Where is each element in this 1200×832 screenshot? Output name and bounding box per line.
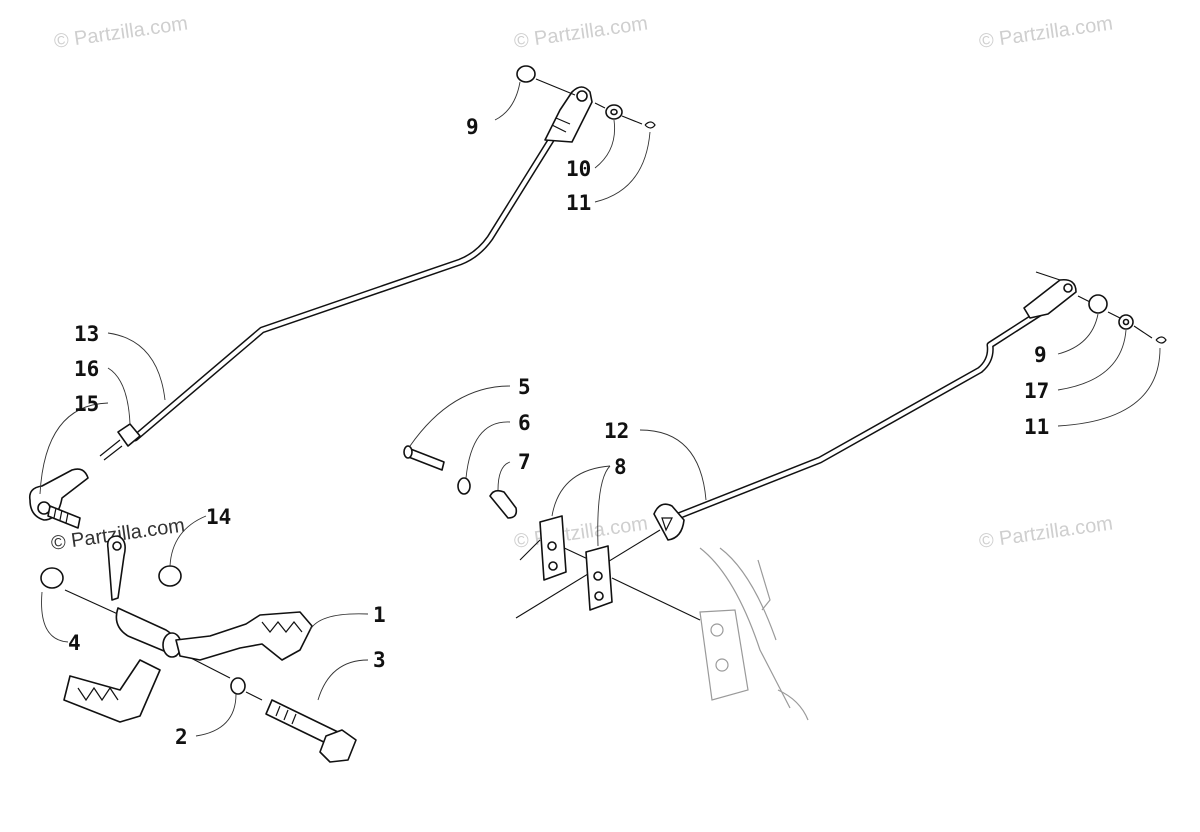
callout-5: 5 bbox=[518, 375, 531, 399]
rod-handle-icon[interactable] bbox=[653, 503, 685, 541]
callout-11-right: 11 bbox=[1024, 415, 1049, 439]
bushing-icon[interactable] bbox=[158, 565, 182, 587]
callout-6: 6 bbox=[518, 411, 531, 435]
callout-15: 15 bbox=[74, 392, 99, 416]
mount-hardware[interactable] bbox=[403, 445, 701, 621]
pivot-nut-icon[interactable] bbox=[40, 567, 64, 589]
nut-icon[interactable] bbox=[516, 65, 536, 83]
callout-9-right: 9 bbox=[1034, 343, 1047, 367]
callout-labels: 9 10 11 13 16 15 14 1 4 3 2 5 6 7 8 12 9… bbox=[68, 115, 1049, 749]
callout-16: 16 bbox=[74, 357, 99, 381]
shift-pedal-icon[interactable] bbox=[175, 611, 313, 661]
callout-10: 10 bbox=[566, 157, 591, 181]
watermark-top-center: © Partzilla.com bbox=[513, 12, 650, 53]
brake-cotter-pin-icon[interactable] bbox=[1155, 336, 1167, 344]
shift-pedal-assembly[interactable] bbox=[40, 535, 357, 763]
shift-rod-assembly[interactable] bbox=[28, 65, 656, 529]
brake-rod-assembly[interactable] bbox=[653, 271, 1167, 541]
callout-12: 12 bbox=[604, 419, 629, 443]
shift-arm-icon[interactable] bbox=[106, 535, 126, 601]
jam-nut-icon[interactable] bbox=[117, 423, 141, 447]
spacer-icon[interactable] bbox=[489, 489, 518, 519]
leader-lines bbox=[39, 81, 1161, 737]
callout-7: 7 bbox=[518, 450, 531, 474]
brake-clevis-icon[interactable] bbox=[1023, 278, 1077, 319]
circlip-icon[interactable] bbox=[230, 677, 246, 695]
watermark-top-right: © Partzilla.com bbox=[978, 12, 1115, 53]
cotter-pin-icon[interactable] bbox=[644, 121, 656, 129]
callout-9-top: 9 bbox=[466, 115, 479, 139]
watermark-mid-right: © Partzilla.com bbox=[978, 512, 1115, 553]
callout-17: 17 bbox=[1024, 379, 1049, 403]
mount-washer-icon[interactable] bbox=[457, 477, 471, 495]
brake-nut-icon[interactable] bbox=[1088, 294, 1108, 314]
frame-bracket bbox=[699, 547, 809, 721]
shift-rod-icon[interactable] bbox=[131, 128, 560, 442]
callout-11-top: 11 bbox=[566, 191, 591, 215]
callout-13: 13 bbox=[74, 322, 99, 346]
ball-joint-stud-icon[interactable] bbox=[47, 505, 81, 529]
callout-3: 3 bbox=[373, 648, 386, 672]
callout-2: 2 bbox=[175, 725, 188, 749]
callout-1: 1 bbox=[373, 603, 386, 627]
callout-8: 8 bbox=[614, 455, 627, 479]
callout-14: 14 bbox=[206, 505, 231, 529]
watermark-top-left: © Partzilla.com bbox=[53, 12, 190, 53]
brake-rod-icon[interactable] bbox=[664, 296, 1064, 524]
callout-4: 4 bbox=[68, 631, 81, 655]
